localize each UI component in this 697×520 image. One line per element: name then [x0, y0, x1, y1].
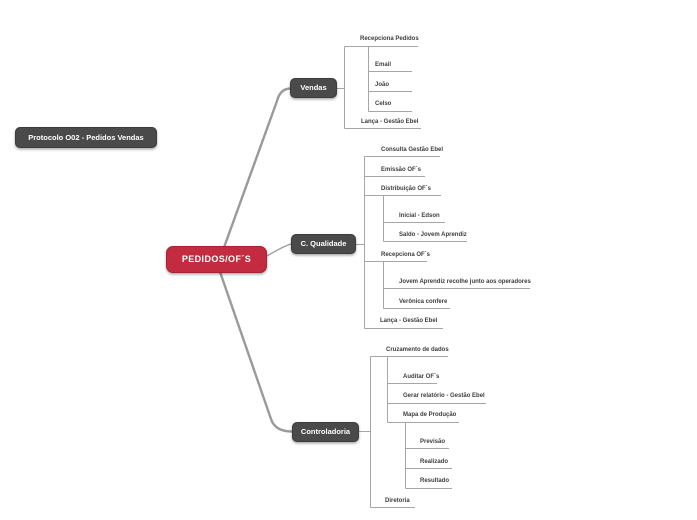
leaf-gerar-relatorio[interactable]: Gerar relatório - Gestão Ebel [403, 393, 485, 399]
branch-curve-vendas [220, 87, 292, 255]
leaf-auditar[interactable]: Auditar OF´s [403, 374, 440, 380]
leaf-resultado[interactable]: Resultado [420, 478, 450, 484]
node-root[interactable]: PEDIDOS/OF´S [166, 246, 267, 273]
leaf-previsao[interactable]: Previsão [420, 439, 446, 445]
node-vendas[interactable]: Vendas [290, 78, 337, 98]
leaf-mapa-producao[interactable]: Mapa de Produção [403, 412, 457, 418]
branch-curve-controladoria [217, 267, 294, 433]
leaf-celso[interactable]: Celso [375, 101, 392, 107]
leaf-email[interactable]: Email [375, 62, 392, 68]
node-controladoria[interactable]: Controladoria [292, 422, 359, 442]
node-qualidade[interactable]: C. Qualidade [291, 234, 356, 254]
leaf-joao[interactable]: João [375, 82, 390, 88]
leaf-recepciona-ofs[interactable]: Recepciona OF´s [381, 252, 431, 258]
node-protocolo[interactable]: Protocolo O02 - Pedidos Vendas [15, 127, 157, 148]
leaf-qualidade-lanca[interactable]: Lança - Gestão Ebel [380, 318, 438, 324]
leaf-realizado[interactable]: Realizado [420, 459, 449, 465]
leaf-vendas-lanca[interactable]: Lança - Gestão Ebel [361, 119, 419, 125]
leaf-distribuicao[interactable]: Distribuição OF´s [381, 186, 432, 192]
leaf-veronica-confere[interactable]: Verônica confere [399, 299, 448, 305]
leaf-saldo-jovem-aprendiz[interactable]: Saldo - Jovem Aprendiz [399, 232, 467, 238]
leaf-emissao[interactable]: Emissão OF´s [381, 167, 422, 173]
leaf-recepciona-pedidos[interactable]: Recepciona Pedidos [360, 36, 419, 42]
leaf-diretoria[interactable]: Diretoria [385, 498, 410, 504]
leaf-jovem-aprendiz-recolhe[interactable]: Jovem Aprendiz recolhe junto aos operado… [399, 279, 531, 285]
branch-curve-qualidade [262, 243, 292, 259]
leaf-inicial-edson[interactable]: Inicial - Edson [399, 213, 440, 219]
leaf-consulta[interactable]: Consulta Gestão Ebel [381, 147, 444, 153]
leaf-cruzamento[interactable]: Cruzamento de dados [386, 347, 449, 353]
